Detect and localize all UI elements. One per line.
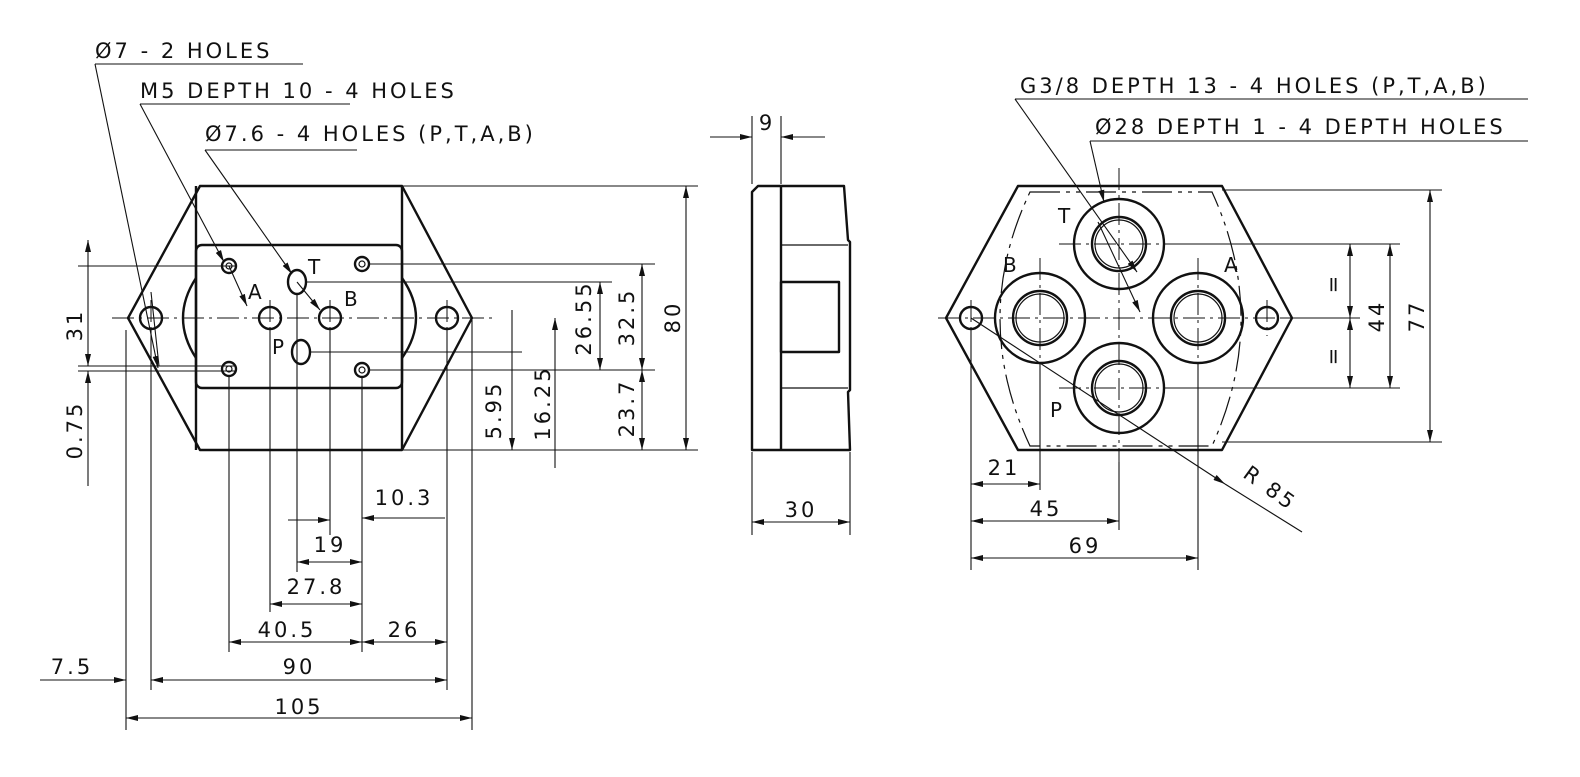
dim-45: 45 <box>1030 497 1063 521</box>
dim-40-5: 40.5 <box>258 618 317 642</box>
bottom-phantom-outline <box>999 191 1242 447</box>
note-d28-depth: Ø28 DEPTH 1 - 4 DEPTH HOLES <box>1095 115 1506 139</box>
bottom-port-t-label: T <box>1057 204 1071 228</box>
note-m5-holes: M5 DEPTH 10 - 4 HOLES <box>140 79 457 103</box>
front-dimension-lines <box>40 186 689 721</box>
note-g38-holes: G3/8 DEPTH 13 - 4 HOLES (P,T,A,B) <box>1020 74 1489 98</box>
dim-equal-top: = <box>1321 273 1345 294</box>
dim-26-55: 26.55 <box>572 280 596 355</box>
front-port-a-label: A <box>248 280 262 304</box>
dim-80: 80 <box>661 301 685 334</box>
front-right-pocket <box>401 277 418 359</box>
dim-26: 26 <box>388 618 421 642</box>
dim-0-75: 0.75 <box>63 401 87 460</box>
dim-105: 105 <box>274 695 323 719</box>
note-d76-holes: Ø7.6 - 4 HOLES (P,T,A,B) <box>205 122 536 146</box>
bottom-view: G3/8 DEPTH 13 - 4 HOLES (P,T,A,B) Ø28 DE… <box>938 74 1528 570</box>
bottom-port-a-label: A <box>1224 253 1238 277</box>
dim-77: 77 <box>1405 300 1429 333</box>
dim-7-5: 7.5 <box>51 655 93 679</box>
front-port-b-label: B <box>344 287 358 311</box>
bottom-port-b-label: B <box>1003 253 1017 277</box>
front-view: Ø7 - 2 HOLES M5 DEPTH 10 - 4 HOLES Ø7.6 … <box>40 39 698 730</box>
dim-90: 90 <box>283 655 316 679</box>
side-view: 9 30 <box>710 111 852 535</box>
front-port-p-label: P <box>272 335 284 359</box>
dim-21: 21 <box>988 456 1021 480</box>
dim-32-5: 32.5 <box>615 288 639 347</box>
bottom-extension-lines <box>970 189 1442 570</box>
dim-23-7: 23.7 <box>615 379 639 438</box>
bottom-dimension-lines <box>971 190 1433 561</box>
dim-9: 9 <box>759 111 775 135</box>
bottom-leaders <box>970 98 1528 533</box>
dim-44: 44 <box>1365 300 1389 333</box>
dim-equal-bottom: = <box>1321 345 1345 366</box>
m5-thread-holes <box>220 255 371 379</box>
front-centerlines <box>112 300 492 336</box>
port-hole-p <box>290 338 312 366</box>
front-port-t-label: T <box>307 255 321 279</box>
dim-5-95: 5.95 <box>482 381 506 440</box>
side-pocket <box>779 280 841 354</box>
dim-10-3: 10.3 <box>375 486 434 510</box>
front-leaders <box>94 63 357 369</box>
bottom-centerlines <box>938 168 1300 462</box>
dim-69: 69 <box>1069 534 1102 558</box>
dim-r85: R 85 <box>1239 461 1302 516</box>
front-extension-lines <box>78 185 698 730</box>
side-outline <box>750 184 852 452</box>
note-d7-holes: Ø7 - 2 HOLES <box>95 39 272 63</box>
dim-27-8: 27.8 <box>287 575 346 599</box>
bottom-port-p-label: P <box>1050 398 1062 422</box>
front-valve-face <box>194 243 404 390</box>
dim-19: 19 <box>314 533 347 557</box>
dim-31: 31 <box>63 309 87 342</box>
dim-30: 30 <box>785 498 818 522</box>
dim-16-25: 16.25 <box>531 365 555 440</box>
